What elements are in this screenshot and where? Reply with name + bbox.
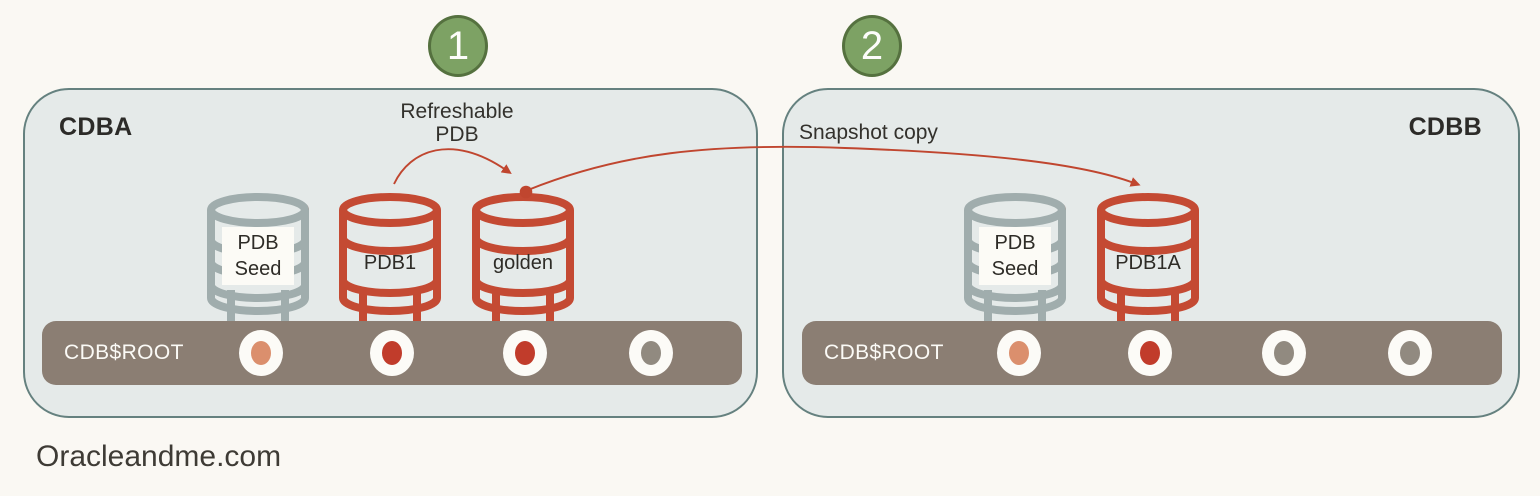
annotation-snapshot-copy: Snapshot copy <box>799 121 938 144</box>
annotation-refreshable-line1: Refreshable <box>400 100 514 123</box>
cdbb-root-label: CDB$ROOT <box>824 341 944 364</box>
step-badge-2: 2 <box>842 15 902 77</box>
cylinder-cdba-pdb1-icon <box>339 193 441 323</box>
cdbb-socket-3 <box>1262 330 1306 376</box>
annotation-refreshable-pdb: Refreshable PDB <box>377 100 537 146</box>
cylinder-cdbb-pdb1a-icon <box>1097 193 1199 323</box>
cdba-socket-1-dot <box>251 341 271 365</box>
step-badge-1-label: 1 <box>446 24 470 68</box>
cdbb-pdb1a-label: PDB1A <box>1115 252 1181 274</box>
annotation-refreshable-line2: PDB <box>435 123 479 146</box>
cdbb-socket-1-dot <box>1009 341 1029 365</box>
cdba-socket-2 <box>370 330 414 376</box>
cdba-socket-3-dot <box>515 341 535 365</box>
cdbb-socket-4-dot <box>1400 341 1420 365</box>
cdbb-pdb-seed-label: PDB Seed <box>979 227 1051 285</box>
cdba-root-label: CDB$ROOT <box>64 341 184 364</box>
cdba-socket-1 <box>239 330 283 376</box>
cdba-socket-3 <box>503 330 547 376</box>
cdbb-socket-3-dot <box>1274 341 1294 365</box>
container-cdba: CDBA CDB$ROOT <box>23 88 758 418</box>
container-cdbb-title: CDBB <box>1408 113 1482 141</box>
site-watermark: Oracleandme.com <box>36 440 282 473</box>
cdba-root-bar: CDB$ROOT <box>42 321 742 385</box>
step-badge-1: 1 <box>428 15 488 77</box>
cdbb-socket-4 <box>1388 330 1432 376</box>
cdba-socket-4 <box>629 330 673 376</box>
cdba-pdb1-label: PDB1 <box>363 252 417 274</box>
cdba-pdb-seed-label: PDB Seed <box>222 227 294 285</box>
cdbb-socket-2 <box>1128 330 1172 376</box>
step-badge-2-label: 2 <box>860 24 884 68</box>
container-cdba-title: CDBA <box>59 113 133 141</box>
cdbb-socket-1 <box>997 330 1041 376</box>
cdbb-socket-2-dot <box>1140 341 1160 365</box>
cdba-golden-label: golden <box>492 252 554 274</box>
cdba-socket-4-dot <box>641 341 661 365</box>
cdbb-root-bar: CDB$ROOT <box>802 321 1502 385</box>
cdba-socket-2-dot <box>382 341 402 365</box>
